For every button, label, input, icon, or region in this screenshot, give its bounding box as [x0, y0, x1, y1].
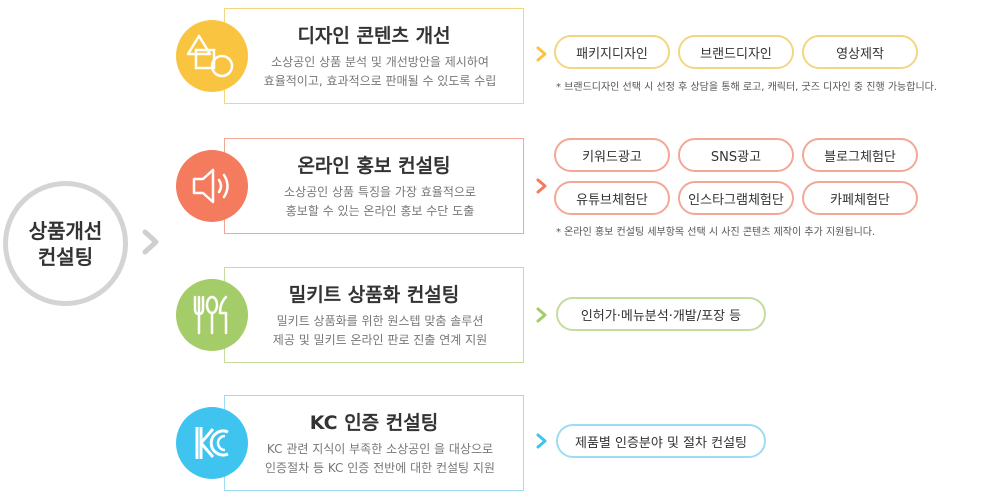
service-card: 밀키트 상품화 컨설팅 밀키트 상품화를 위한 원스텝 맞춤 솔루션 제공 및 …: [224, 267, 524, 363]
service-note: * 브랜드디자인 선택 시 선정 후 상담을 통해 로고, 캐릭터, 굿즈 디자…: [556, 82, 938, 93]
service-row-online-promotion: 온라인 홍보 컨설팅 소상공인 상품 특징을 가장 효율적으로 홍보할 수 있는…: [176, 138, 994, 238]
service-title: KC 인증 컨설팅: [309, 412, 439, 434]
service-desc-line2: 제공 및 밀키트 온라인 판로 진출 연계 지원: [272, 333, 488, 347]
tag-cafe-reviewers: 카페체험단: [802, 181, 918, 215]
hub-label-line2: 컨설팅: [37, 244, 94, 269]
service-title: 디자인 콘텐츠 개선: [297, 25, 451, 47]
service-desc-line1: KC 관련 지식이 부족한 소상공인 을 대상으로: [266, 442, 494, 456]
service-card: KC 인증 컨설팅 KC 관련 지식이 부족한 소상공인 을 대상으로 인증절차…: [224, 395, 524, 491]
tag-sns-ads: SNS광고: [678, 138, 794, 172]
hub-circle: 상품개선 컨설팅: [3, 181, 128, 306]
service-title: 밀키트 상품화 컨설팅: [288, 284, 460, 306]
chevron-right-icon: [536, 433, 547, 449]
service-note: * 온라인 홍보 컨설팅 세부항목 선택 시 사진 콘텐츠 제작이 추가 지원됩…: [556, 227, 876, 238]
kc-mark-icon: [176, 407, 248, 479]
chevron-right-icon: [536, 178, 547, 194]
service-desc: 밀키트 상품화를 위한 원스텝 맞춤 솔루션 제공 및 밀키트 온라인 판로 진…: [243, 312, 517, 350]
chevron-right-icon: [536, 46, 547, 62]
service-desc-line2: 효율적이고, 효과적으로 판매될 수 있도록 수립: [263, 74, 497, 88]
service-desc-line1: 소상공인 상품 분석 및 개선방안을 제시하여: [271, 55, 489, 69]
service-row-meal-kit: 밀키트 상품화 컨설팅 밀키트 상품화를 위한 원스텝 맞춤 솔루션 제공 및 …: [176, 267, 994, 363]
tag-blog-reviewers: 블로그체험단: [802, 138, 918, 172]
service-row-design: 디자인 콘텐츠 개선 소상공인 상품 분석 및 개선방안을 제시하여 효율적이고…: [176, 8, 994, 104]
shapes-icon: [176, 20, 248, 92]
chevron-right-icon: [536, 307, 547, 323]
chevron-right-icon: [142, 229, 159, 255]
speaker-icon: [176, 150, 248, 222]
tag-brand-design: 브랜드디자인: [678, 35, 794, 69]
service-desc-line1: 소상공인 상품 특징을 가장 효율적으로: [284, 185, 476, 199]
hub-label-line1: 상품개선: [28, 218, 103, 243]
tag-youtube-reviewers: 유튜브체험단: [554, 181, 670, 215]
tag-keyword-ads: 키워드광고: [554, 138, 670, 172]
service-title: 온라인 홍보 컨설팅: [297, 155, 451, 177]
service-desc-line1: 밀키트 상품화를 위한 원스텝 맞춤 솔루션: [276, 314, 484, 328]
service-desc: 소상공인 상품 분석 및 개선방안을 제시하여 효율적이고, 효과적으로 판매될…: [243, 53, 517, 91]
tag-video-production: 영상제작: [802, 35, 918, 69]
service-desc-line2: 홍보할 수 있는 온라인 홍보 수단 도출: [285, 204, 475, 218]
service-card: 온라인 홍보 컨설팅 소상공인 상품 특징을 가장 효율적으로 홍보할 수 있는…: [224, 138, 524, 234]
cutlery-icon: [176, 279, 248, 351]
tag-package-design: 패키지디자인: [554, 35, 670, 69]
tag-instagram-reviewers: 인스타그램체험단: [678, 181, 794, 215]
service-card: 디자인 콘텐츠 개선 소상공인 상품 분석 및 개선방안을 제시하여 효율적이고…: [224, 8, 524, 104]
tag-permits-menu-packaging: 인허가·메뉴분석·개발/포장 등: [556, 297, 766, 331]
tag-product-certification: 제품별 인증분야 및 절차 컨설팅: [556, 424, 766, 458]
service-row-kc-certification: KC 인증 컨설팅 KC 관련 지식이 부족한 소상공인 을 대상으로 인증절차…: [176, 395, 994, 491]
service-desc: KC 관련 지식이 부족한 소상공인 을 대상으로 인증절차 등 KC 인증 전…: [243, 440, 517, 478]
service-desc: 소상공인 상품 특징을 가장 효율적으로 홍보할 수 있는 온라인 홍보 수단 …: [243, 183, 517, 221]
service-desc-line2: 인증절차 등 KC 인증 전반에 대한 컨설팅 지원: [265, 461, 495, 475]
